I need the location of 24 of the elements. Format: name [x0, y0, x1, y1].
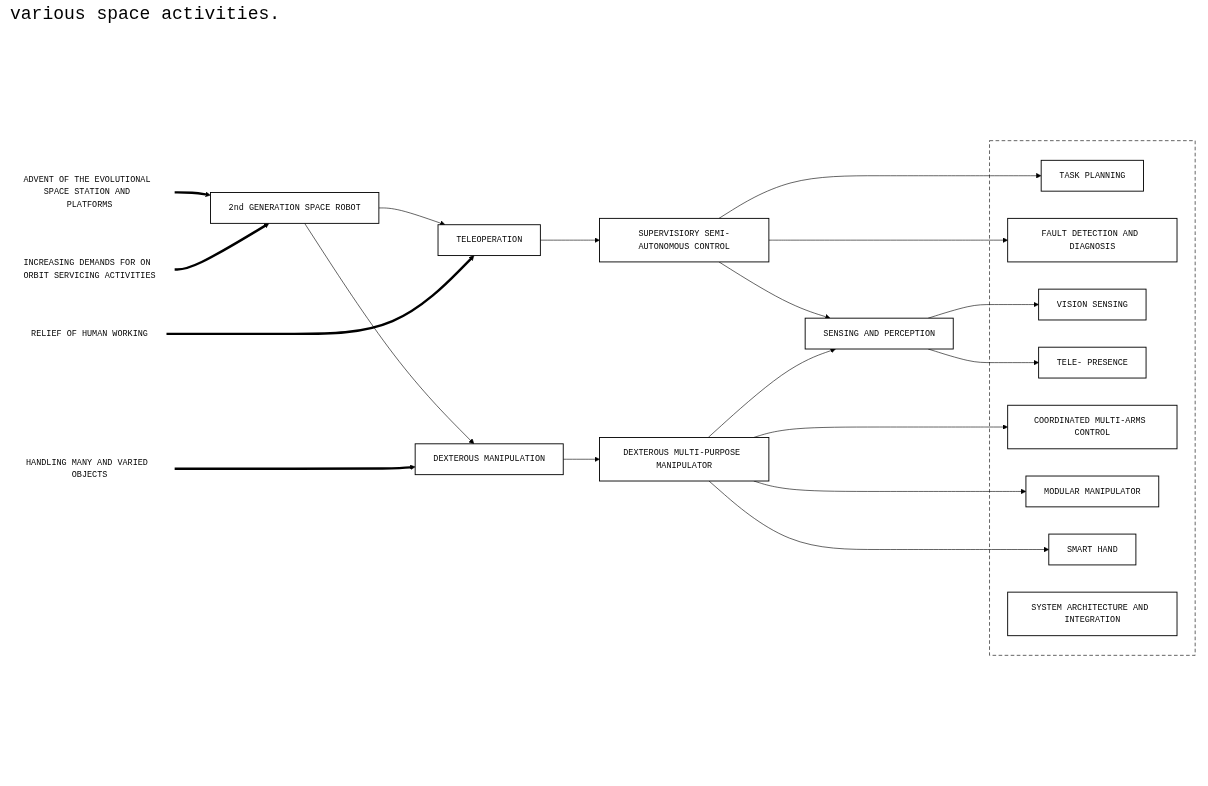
node-box: SMART HAND: [1048, 533, 1137, 566]
node-box: TELEOPERATION: [437, 224, 541, 257]
node-box: SYSTEM ARCHITECTURE AND INTEGRATION: [1007, 591, 1178, 637]
node-box: DEXTEROUS MULTI-PURPOSE MANIPULATOR: [599, 437, 770, 482]
node-box: COORDINATED MULTI-ARMS CONTROL: [1007, 404, 1178, 450]
node-box: MODULAR MANIPULATOR: [1025, 475, 1160, 508]
arrow: [174, 191, 211, 198]
node-box: FAULT DETECTION AND DIAGNOSIS: [1007, 217, 1178, 263]
arrow: [174, 464, 416, 471]
arrow: [166, 255, 475, 336]
node-text: ADVENT OF THE EVOLUTIONAL SPACE STATION AND PLATFORMS: [23, 174, 151, 210]
node-box: 2nd GENERATION SPACE ROBOT: [210, 192, 380, 224]
cluster: [989, 140, 1196, 656]
note-text: various space activities.: [10, 4, 282, 24]
arrow: [174, 223, 270, 271]
node-box: TASK PLANNING: [1040, 159, 1144, 192]
node-text: RELIEF OF HUMAN WORKING: [31, 328, 148, 339]
node-text: HANDLING MANY AND VARIED OBJECTS: [25, 457, 148, 480]
node-box: TELE- PRESENCE: [1038, 346, 1147, 379]
node-box: VISION SENSING: [1038, 288, 1147, 321]
node-box: SENSING AND PERCEPTION: [804, 317, 954, 350]
node-box: SUPERVISIORY SEMI-AUTONOMOUS CONTROL: [599, 217, 770, 263]
node-text: INCREASING DEMANDS FOR ON ORBIT SERVICING ACTIVITIES: [23, 257, 156, 281]
node-box: DEXTEROUS MANIPULATION: [414, 443, 564, 476]
